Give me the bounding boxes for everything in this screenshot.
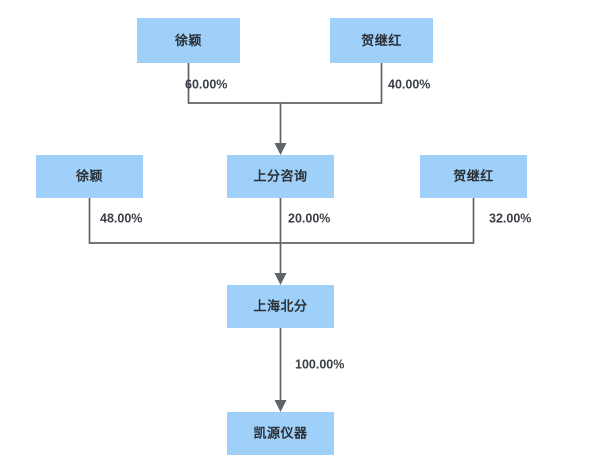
node-xu-ying-mid[interactable]: 徐颖 — [36, 155, 143, 198]
node-box-xu-ying-mid[interactable] — [36, 155, 143, 198]
node-shanghai-beifen[interactable]: 上海北分 — [227, 285, 334, 328]
edge-label-48: 48.00% — [100, 211, 142, 225]
edge-xu-ying-top-to-shangfen — [187, 63, 383, 104]
edge-label-40: 40.00% — [388, 77, 430, 91]
node-label-he-jihong-top: 贺继红 — [360, 33, 402, 48]
node-label-xu-ying-mid: 徐颖 — [75, 168, 103, 183]
node-box-he-jihong-top[interactable] — [330, 18, 433, 63]
node-box-he-jihong-mid[interactable] — [420, 155, 527, 198]
edge-group-level2-to-level3 — [88, 198, 475, 285]
node-box-xu-ying-top[interactable] — [137, 18, 240, 63]
edge-label-100: 100.00% — [295, 357, 344, 371]
arrowhead-to-beifen — [274, 273, 287, 285]
node-he-jihong-mid[interactable]: 贺继红 — [420, 155, 527, 198]
node-kaiyuan-yiqi[interactable]: 凯源仪器 — [227, 412, 334, 455]
edge-label-32: 32.00% — [489, 211, 531, 225]
node-xu-ying-top[interactable]: 徐颖 — [137, 18, 240, 63]
node-label-shangfen-zixun: 上分咨询 — [253, 168, 307, 183]
node-label-he-jihong-mid: 贺继红 — [452, 168, 494, 183]
arrowhead-to-kaiyuan — [274, 400, 287, 412]
edge-label-20: 20.00% — [288, 211, 330, 225]
node-box-kaiyuan-yiqi[interactable] — [227, 412, 334, 455]
node-box-shangfen-zixun[interactable] — [227, 155, 334, 198]
arrowhead-to-shangfen — [274, 143, 287, 155]
node-label-kaiyuan-yiqi: 凯源仪器 — [253, 425, 308, 440]
edge-group-level1-to-level2 — [187, 63, 383, 155]
node-label-shanghai-beifen: 上海北分 — [253, 298, 307, 313]
edge-label-60: 60.00% — [185, 77, 227, 91]
node-shangfen-zixun[interactable]: 上分咨询 — [227, 155, 334, 198]
edge-group-level3-to-level4 — [274, 328, 287, 412]
edge-xu-ying-mid-to-beifen — [88, 198, 475, 244]
node-label-xu-ying-top: 徐颖 — [174, 33, 202, 48]
node-he-jihong-top[interactable]: 贺继红 — [330, 18, 433, 63]
node-box-shanghai-beifen[interactable] — [227, 285, 334, 328]
